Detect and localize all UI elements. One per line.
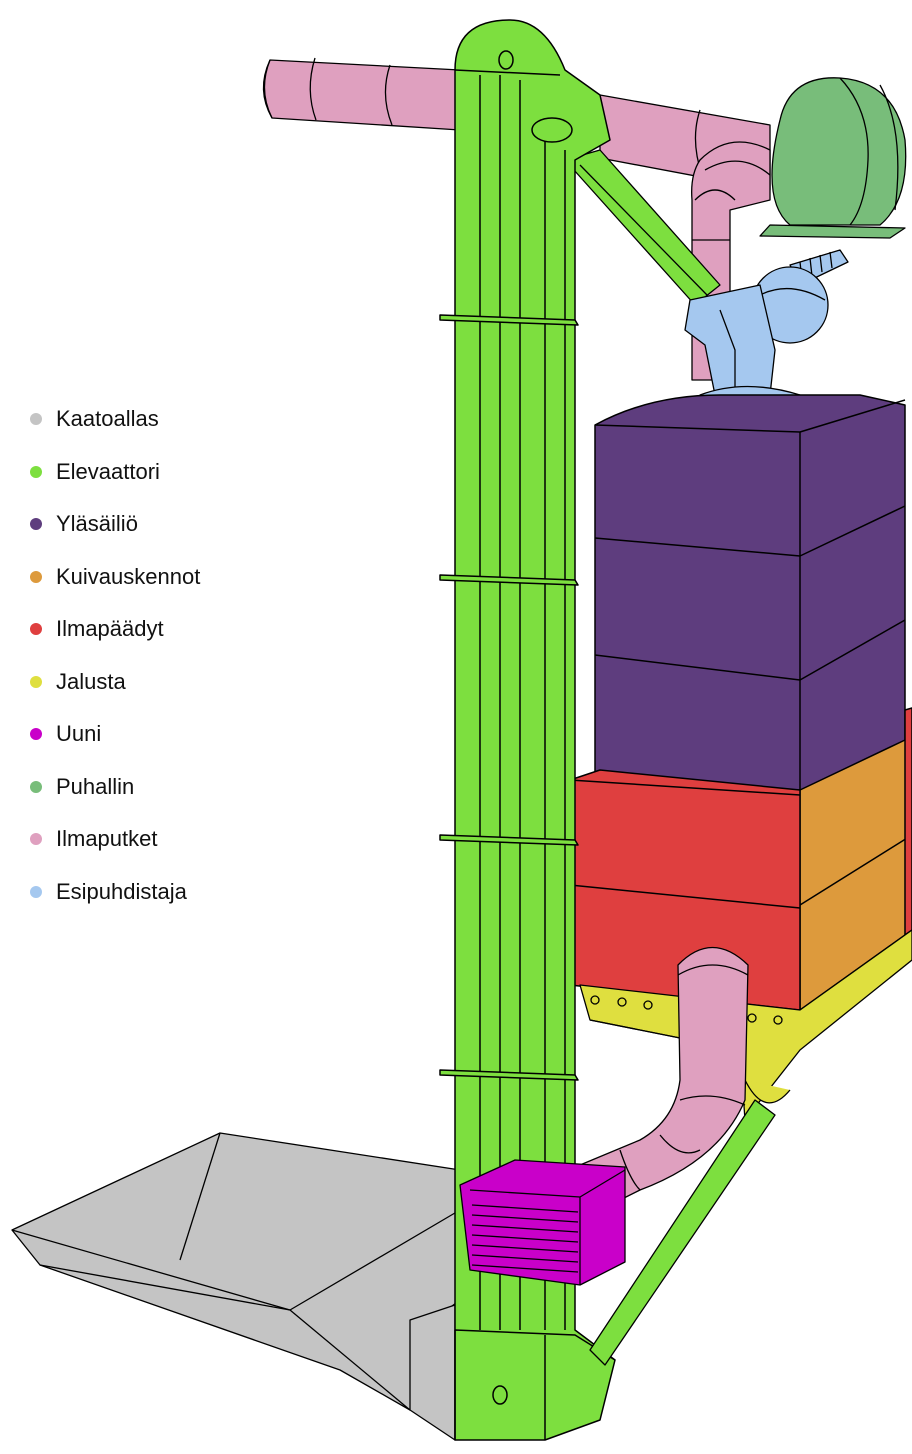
legend-dot: [30, 886, 42, 898]
legend-item: Kuivauskennot: [30, 563, 200, 591]
upper-tank: [595, 395, 905, 790]
blower: [760, 78, 906, 238]
legend-label: Kuivauskennot: [56, 563, 200, 591]
legend-label: Ilmapäädyt: [56, 615, 164, 643]
legend-item: Kaatoallas: [30, 405, 159, 433]
furnace: [460, 1160, 625, 1285]
legend-item: Uuni: [30, 720, 101, 748]
legend-label: Kaatoallas: [56, 405, 159, 433]
legend-label: Jalusta: [56, 668, 126, 696]
legend-label: Ilmaputket: [56, 825, 158, 853]
legend-label: Puhallin: [56, 773, 134, 801]
legend-dot: [30, 571, 42, 583]
legend-item: Ilmaputket: [30, 825, 158, 853]
legend-label: Yläsäiliö: [56, 510, 138, 538]
legend-dot: [30, 413, 42, 425]
legend-item: Ilmapäädyt: [30, 615, 164, 643]
legend-item: Jalusta: [30, 668, 126, 696]
legend-dot: [30, 676, 42, 688]
legend-label: Elevaattori: [56, 458, 160, 486]
legend-dot: [30, 466, 42, 478]
legend-dot: [30, 623, 42, 635]
legend-item: Elevaattori: [30, 458, 160, 486]
legend-dot: [30, 833, 42, 845]
hopper: [12, 1133, 460, 1440]
legend-item: Yläsäiliö: [30, 510, 138, 538]
legend-dot: [30, 781, 42, 793]
legend-dot: [30, 728, 42, 740]
legend-label: Uuni: [56, 720, 101, 748]
legend-label: Esipuhdistaja: [56, 878, 187, 906]
legend-item: Puhallin: [30, 773, 134, 801]
legend-dot: [30, 518, 42, 530]
legend-item: Esipuhdistaja: [30, 878, 187, 906]
